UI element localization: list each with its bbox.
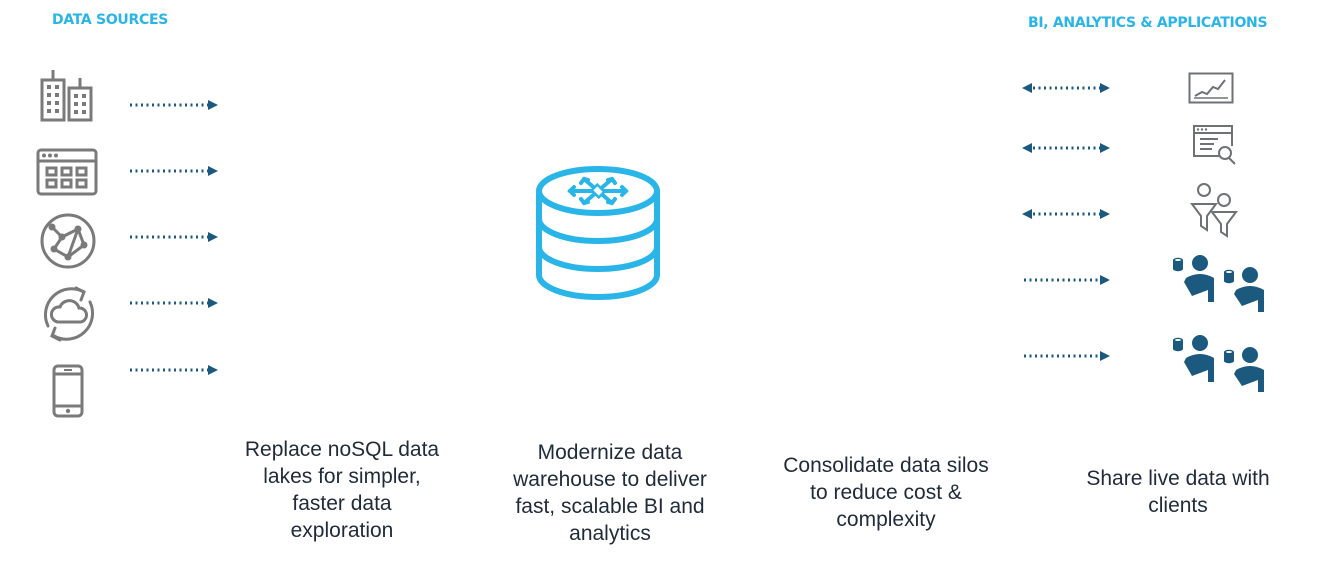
users-data-share-icon — [1173, 255, 1264, 312]
destination-bidirectional-arrow — [1022, 209, 1110, 219]
bi-analytics-heading: BI, ANALYTICS & APPLICATIONS — [1028, 15, 1268, 31]
source-arrow — [130, 232, 218, 242]
user-filter-icon — [1190, 183, 1238, 238]
source-arrow — [130, 166, 218, 176]
source-arrow — [130, 100, 218, 110]
line-chart-icon — [1188, 72, 1234, 104]
destination-bidirectional-arrow — [1022, 83, 1110, 93]
destination-bidirectional-arrow — [1022, 143, 1110, 153]
destination-arrow — [1024, 275, 1110, 285]
mobile-phone-icon — [52, 364, 84, 418]
app-window-grid-icon — [36, 148, 98, 196]
source-arrow — [130, 298, 218, 308]
network-globe-icon — [40, 213, 96, 269]
snowflake-database-icon — [536, 166, 660, 300]
office-buildings-icon — [40, 70, 93, 122]
source-arrow — [130, 365, 218, 375]
users-data-share-icon — [1173, 335, 1264, 392]
cloud-sync-icon — [43, 286, 95, 342]
destination-arrow — [1024, 351, 1110, 361]
data-sources-heading: DATA SOURCES — [52, 12, 168, 28]
web-search-icon — [1193, 125, 1236, 165]
